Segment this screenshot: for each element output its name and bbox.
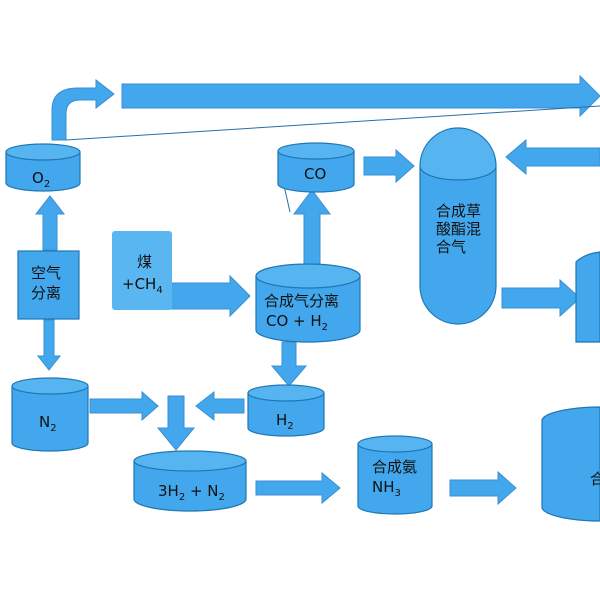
svg-text:3H2 + N2: 3H2 + N2 — [158, 482, 225, 503]
arrow-air-to-o2 — [34, 195, 66, 251]
syngas-line2-subscript: 2 — [322, 322, 328, 333]
svg-text:+CH4: +CH4 — [122, 275, 163, 296]
arrow-syngas-to-co — [293, 189, 331, 265]
syngas-line2: CO + H — [266, 312, 322, 330]
right-bottom-label: 合 — [590, 470, 600, 488]
arrow-top-right — [121, 74, 600, 118]
arrow-ammonia-to-right — [449, 470, 517, 506]
ammonia-line2-subscript: 3 — [395, 488, 401, 499]
arrow-coal-to-syngas — [169, 274, 251, 318]
mix-subscript1: 2 — [179, 492, 185, 503]
tank-syngas-separation: 合成气分离 CO + H2 — [255, 263, 361, 343]
box-coal-ch4: 煤 +CH4 — [112, 231, 172, 310]
svg-text:NH3: NH3 — [372, 478, 401, 499]
vessel-right-middle — [575, 251, 600, 343]
svg-text:H2: H2 — [276, 411, 294, 432]
arrow-down-to-mix — [156, 395, 196, 451]
column-oxalate-syngas: 合成草 酸酯混 合气 — [419, 127, 497, 325]
oxalate-line2: 酸酯混 — [436, 220, 481, 238]
tank-h2-n2-mixture: 3H2 + N2 — [133, 450, 247, 512]
arrow-air-to-n2 — [36, 319, 62, 371]
svg-text:CO + H2: CO + H2 — [266, 312, 328, 333]
box-air-separation: 空气 分离 — [17, 250, 80, 320]
oxalate-line3: 合气 — [436, 238, 466, 256]
coal-line1: 煤 — [137, 253, 152, 271]
o2-label: O — [32, 169, 44, 187]
mix-part1: 3H — [158, 482, 179, 500]
tank-n2: N2 — [11, 377, 89, 452]
arrow-h2-left — [195, 390, 245, 422]
syngas-line1: 合成气分离 — [264, 292, 339, 310]
h2-label: H — [276, 411, 287, 429]
arrow-oxalate-to-right — [501, 278, 581, 318]
link-line-o2 — [65, 105, 600, 141]
air-sep-line2: 分离 — [31, 284, 61, 302]
oxalate-line1: 合成草 — [436, 202, 481, 220]
tank-co: CO — [277, 142, 355, 193]
n2-label: N — [39, 413, 50, 431]
arrow-mix-to-ammonia — [255, 471, 341, 505]
mix-subscript2: 2 — [219, 492, 225, 503]
o2-subscript: 2 — [44, 179, 50, 190]
tank-ammonia-synthesis: 合成氨 NH3 — [357, 435, 433, 515]
ammonia-line1: 合成氨 — [372, 458, 417, 476]
n2-subscript: 2 — [50, 423, 56, 434]
arrow-n2-right — [89, 390, 159, 422]
svg-text:N2: N2 — [39, 413, 57, 434]
tank-o2: O2 — [5, 143, 81, 192]
arrow-right-into-oxalate — [505, 138, 600, 176]
coal-line2: +CH — [122, 275, 156, 293]
h2-subscript: 2 — [287, 421, 293, 432]
arrow-syngas-to-h2 — [270, 341, 308, 387]
vessel-right-bottom: 合 — [541, 406, 600, 522]
arrow-co-to-oxalate — [363, 148, 415, 184]
svg-text:O2: O2 — [32, 169, 50, 190]
air-sep-line1: 空气 — [31, 264, 61, 282]
arrow-o2-curve — [51, 78, 115, 141]
co-label: CO — [304, 165, 326, 183]
ammonia-line2: NH — [372, 478, 395, 496]
tank-h2: H2 — [247, 384, 325, 437]
coal-line2-subscript: 4 — [156, 285, 162, 296]
mix-part2: + N — [185, 482, 218, 500]
